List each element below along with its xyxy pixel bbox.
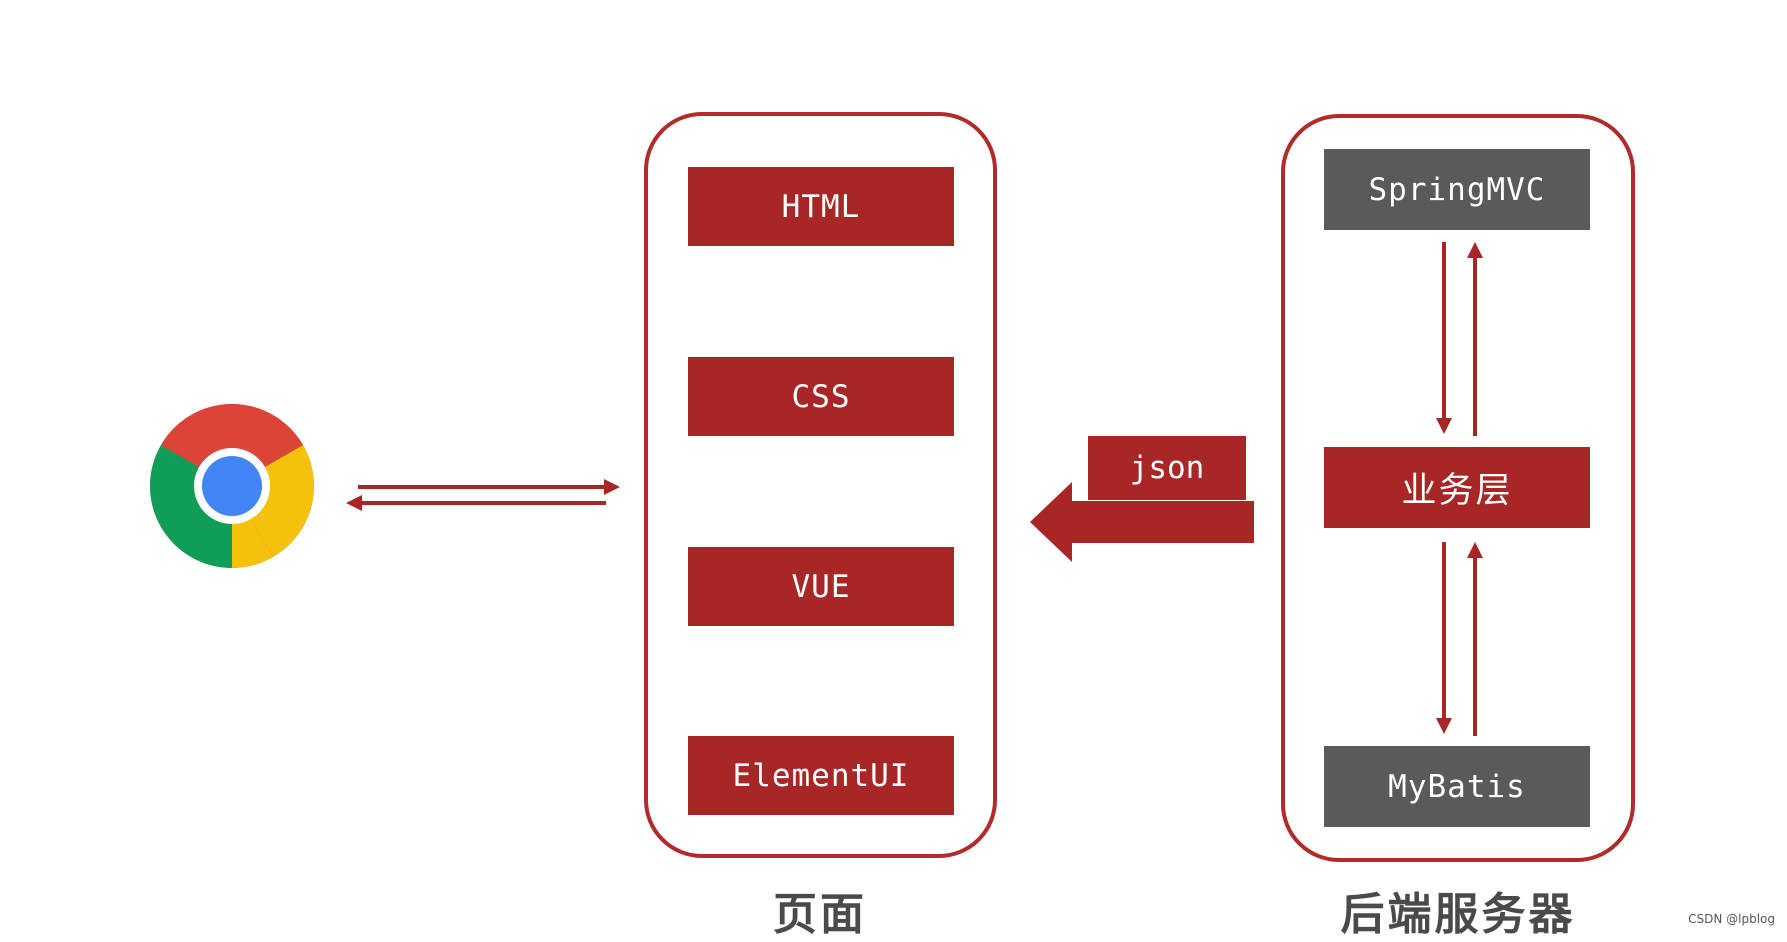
chrome-browser-icon [150,404,314,568]
service-mybatis-arrows [1436,542,1483,736]
server-caption: 后端服务器 [1340,889,1576,940]
service-layer-block: 业务层 [1324,447,1590,528]
page-caption: 页面 [773,889,867,940]
server-panel [1281,114,1635,862]
vue-block: VUE [688,547,954,626]
springmvc-block: SpringMVC [1324,149,1590,230]
json-label: json [1088,436,1246,500]
browser-page-arrows [346,479,620,511]
elementui-block: ElementUI [688,736,954,815]
json-response-arrow [1030,482,1254,562]
css-block: CSS [688,357,954,436]
mybatis-block: MyBatis [1324,746,1590,827]
mvc-service-arrows [1436,242,1483,436]
credit-watermark: CSDN @lpblog [1688,912,1775,926]
html-block: HTML [688,167,954,246]
page-panel [644,112,997,858]
